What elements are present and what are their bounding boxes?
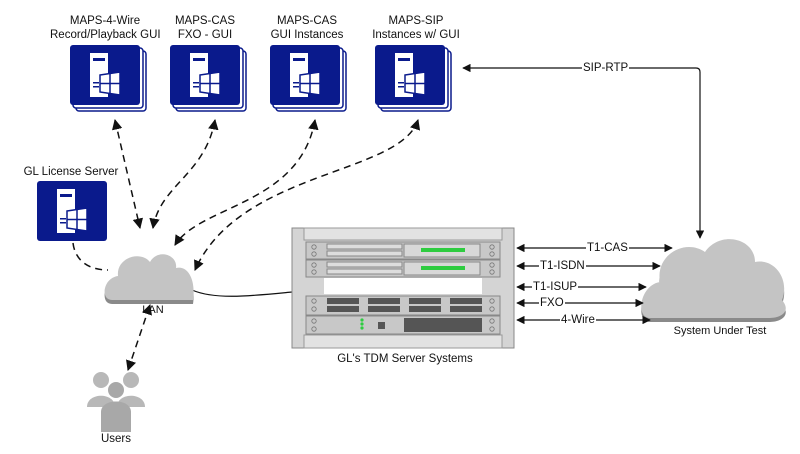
lan-label: LAN: [142, 304, 164, 316]
license-server-icon: [36, 180, 108, 242]
maps-4wire-server-icon: [70, 45, 146, 111]
sut-label: System Under Test: [673, 325, 767, 337]
edge-casgui-lan: [174, 118, 319, 246]
t1-isdn-label: T1-ISDN: [539, 260, 586, 272]
t1-isup-label: T1-ISUP: [532, 281, 579, 293]
tdm-label: GL's TDM Server Systems: [337, 353, 473, 365]
4-wire-label: 4-Wire: [560, 314, 596, 326]
maps-cas-gui-server-icon: [270, 45, 346, 111]
edge-fxo-lan: [149, 118, 219, 230]
users-group-icon: [87, 372, 145, 432]
t1-cas-label: T1-CAS: [586, 242, 629, 254]
sip-rtp-label: SIP-RTP: [582, 62, 630, 74]
lan-cloud-icon: [104, 254, 194, 304]
fxo-label: FXO: [539, 297, 565, 309]
edge-sip-lan: [194, 119, 421, 271]
edge-4wire-lan: [112, 118, 143, 230]
tdm-rack-icon: [291, 227, 515, 349]
edge-license-lan: [72, 242, 109, 271]
maps-sip-server-icon: [375, 45, 451, 111]
edge-sip-rtp: [462, 63, 705, 239]
edge-lan-tdm: [191, 289, 293, 297]
users-label: Users: [100, 433, 132, 445]
license-server-label: GL License Server: [23, 166, 119, 178]
maps-cas-fxo-server-icon: [170, 45, 246, 111]
sut-cloud-icon: [641, 239, 786, 322]
